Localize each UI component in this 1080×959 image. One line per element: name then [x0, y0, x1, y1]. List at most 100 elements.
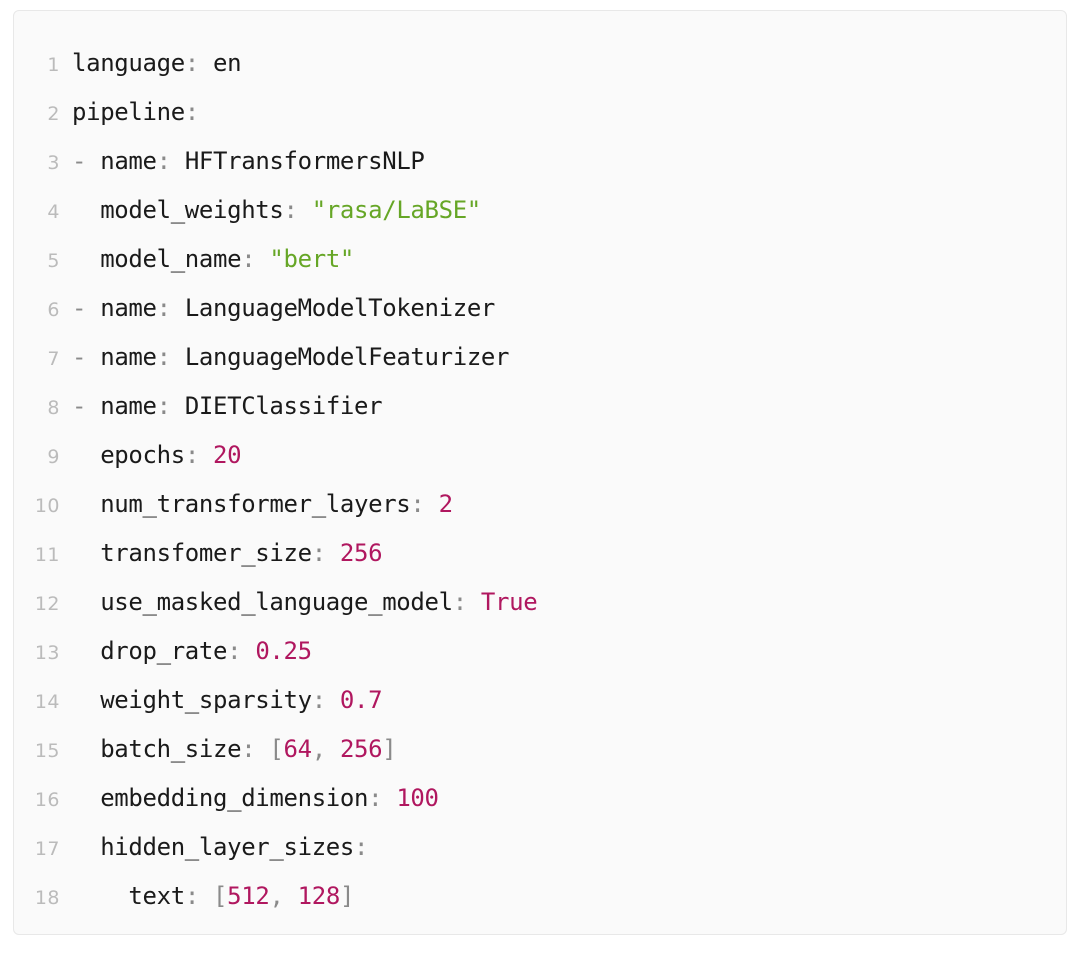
line-number: 17	[34, 838, 60, 860]
code-line-text: transfomer_size: 256	[72, 529, 1066, 578]
token-num: 0.7	[339, 686, 383, 714]
code-line: 10 num_transformer_layers: 2	[14, 480, 1066, 529]
token-key: hidden_layer_sizes	[100, 833, 354, 861]
code-line-text: use_masked_language_model: True	[72, 578, 1066, 627]
token-num: 64	[283, 735, 313, 763]
token-punct: :	[184, 441, 199, 469]
token-key: use_masked_language_model	[100, 588, 453, 616]
token-punct: :	[241, 245, 256, 273]
token-plain	[425, 490, 439, 518]
code-line: 16 embedding_dimension: 100	[14, 774, 1066, 823]
token-plain	[86, 392, 100, 420]
token-punct: :	[227, 637, 242, 665]
token-plain	[255, 735, 269, 763]
token-punct: :	[283, 196, 298, 224]
token-plain	[199, 882, 213, 910]
line-number: 18	[34, 887, 60, 909]
token-punct: :	[156, 392, 171, 420]
token-bool: True	[480, 588, 538, 616]
code-line-text: - name: HFTransformersNLP	[72, 137, 1066, 186]
token-plain	[72, 588, 100, 616]
token-key: name	[100, 147, 157, 175]
token-key: model_weights	[100, 196, 284, 224]
code-line-text: text: [512, 128]	[72, 872, 1066, 921]
token-brkt: [	[213, 882, 228, 910]
line-number: 6	[47, 299, 60, 321]
token-dash: -	[72, 343, 87, 371]
token-plain	[72, 735, 100, 763]
token-num: 256	[339, 735, 383, 763]
token-str: "bert"	[269, 245, 355, 273]
line-number: 10	[34, 495, 60, 517]
code-line-text: epochs: 20	[72, 431, 1066, 480]
line-number: 3	[47, 152, 60, 174]
token-dash: -	[72, 294, 87, 322]
token-plain	[72, 784, 100, 812]
code-line-text: pipeline:	[72, 88, 1066, 137]
token-brkt: ,	[269, 882, 298, 910]
token-punct: :	[156, 294, 171, 322]
token-punct: :	[184, 882, 199, 910]
token-key: num_transformer_layers	[100, 490, 411, 518]
code-line-text: embedding_dimension: 100	[72, 774, 1066, 823]
code-line: 3 - name: HFTransformersNLP	[14, 137, 1066, 186]
line-number: 13	[34, 642, 60, 664]
token-plain	[86, 147, 100, 175]
token-plain	[72, 833, 100, 861]
token-punct: :	[156, 147, 171, 175]
line-number: 8	[47, 397, 60, 419]
line-number: 12	[34, 593, 60, 615]
code-line: 13 drop_rate: 0.25	[14, 627, 1066, 676]
token-plain	[72, 490, 100, 518]
token-plain	[86, 343, 100, 371]
token-plain	[72, 441, 100, 469]
token-num: 128	[297, 882, 341, 910]
code-line-text: weight_sparsity: 0.7	[72, 676, 1066, 725]
token-key: name	[100, 294, 157, 322]
token-dash: -	[72, 147, 87, 175]
code-line: 4 model_weights: "rasa/LaBSE"	[14, 186, 1066, 235]
token-num: 512	[227, 882, 270, 910]
token-brkt: [	[269, 735, 284, 763]
code-line-text: batch_size: [64, 256]	[72, 725, 1066, 774]
token-plain: en	[198, 49, 242, 77]
line-number: 7	[47, 348, 60, 370]
code-line: 5 model_name: "bert"	[14, 235, 1066, 284]
token-plain	[199, 441, 213, 469]
token-dash: -	[72, 392, 87, 420]
code-line-text: - name: DIETClassifier	[72, 382, 1066, 431]
token-plain: LanguageModelTokenizer	[170, 294, 496, 322]
token-plain	[241, 637, 255, 665]
token-key: language	[72, 49, 185, 77]
token-punct: :	[311, 686, 326, 714]
token-key: name	[100, 392, 157, 420]
token-plain	[72, 686, 100, 714]
code-line: 9 epochs: 20	[14, 431, 1066, 480]
token-punct: :	[354, 833, 369, 861]
line-number: 9	[47, 446, 60, 468]
token-punct: :	[452, 588, 467, 616]
line-number: 5	[47, 250, 60, 272]
token-punct: :	[241, 735, 256, 763]
token-punct: :	[311, 539, 326, 567]
token-brkt: ]	[339, 882, 355, 910]
token-num: 20	[213, 441, 242, 469]
token-key: weight_sparsity	[100, 686, 312, 714]
token-punct: :	[368, 784, 383, 812]
token-key: model_name	[100, 245, 242, 273]
token-plain	[326, 539, 340, 567]
code-line: 6- name: LanguageModelTokenizer	[14, 284, 1066, 333]
token-num: 256	[339, 539, 383, 567]
code-line-text: - name: LanguageModelTokenizer	[72, 284, 1066, 333]
code-line-text: - name: LanguageModelFeaturizer	[72, 333, 1066, 382]
code-line-text: model_name: "bert"	[72, 235, 1066, 284]
token-punct: :	[156, 343, 171, 371]
token-punct: :	[184, 49, 199, 77]
token-plain	[326, 686, 340, 714]
token-num: 2	[438, 490, 453, 518]
token-key: embedding_dimension	[100, 784, 369, 812]
